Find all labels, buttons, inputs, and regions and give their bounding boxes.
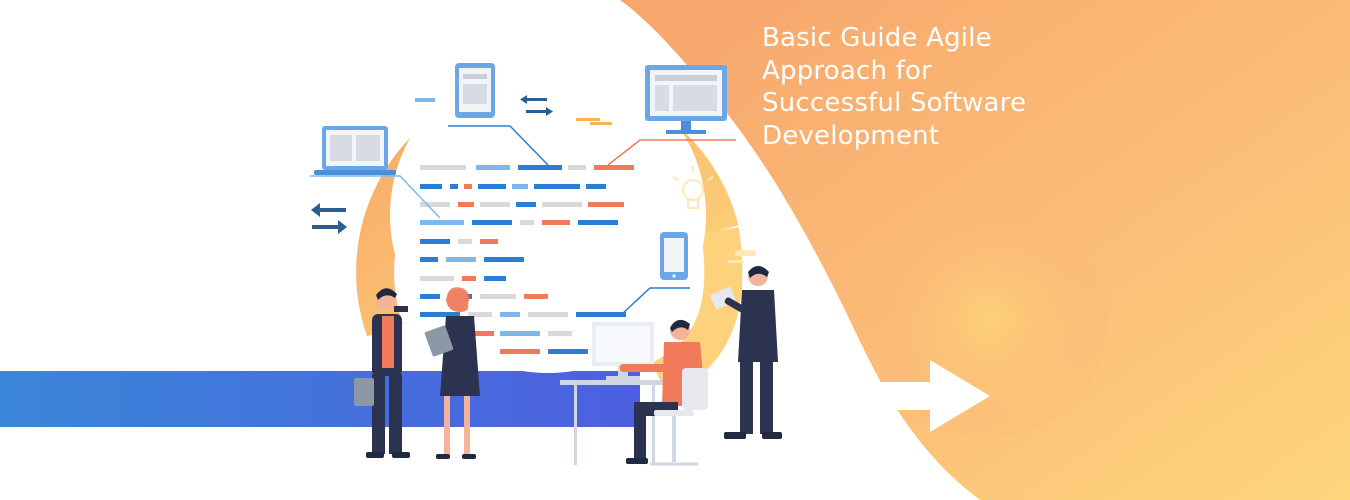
- standing-man-with-clipboard: [710, 266, 782, 439]
- laptop-icon: [314, 126, 396, 175]
- forward-arrow-icon: [870, 360, 990, 432]
- connector-lines: [310, 125, 736, 315]
- swap-arrows-icon: [311, 95, 553, 234]
- headline-line: Successful Software: [762, 88, 1027, 118]
- seated-man: [620, 319, 708, 466]
- smartphone-icon: [660, 232, 688, 280]
- man-with-briefcase: [354, 288, 410, 458]
- headline-line: Development: [762, 120, 940, 151]
- blue-band: [0, 371, 640, 427]
- banner-headline: Basic Guide Agile Approach for Successfu…: [762, 22, 1092, 152]
- headline-line: Approach for: [762, 55, 932, 86]
- headline-line: Basic Guide Agile: [762, 23, 992, 53]
- monitor-icon: [645, 65, 727, 134]
- tablet-icon: [455, 63, 495, 118]
- desk: [560, 380, 670, 465]
- woman-with-tablet: [424, 287, 480, 459]
- lightbulb-icon: [672, 166, 714, 209]
